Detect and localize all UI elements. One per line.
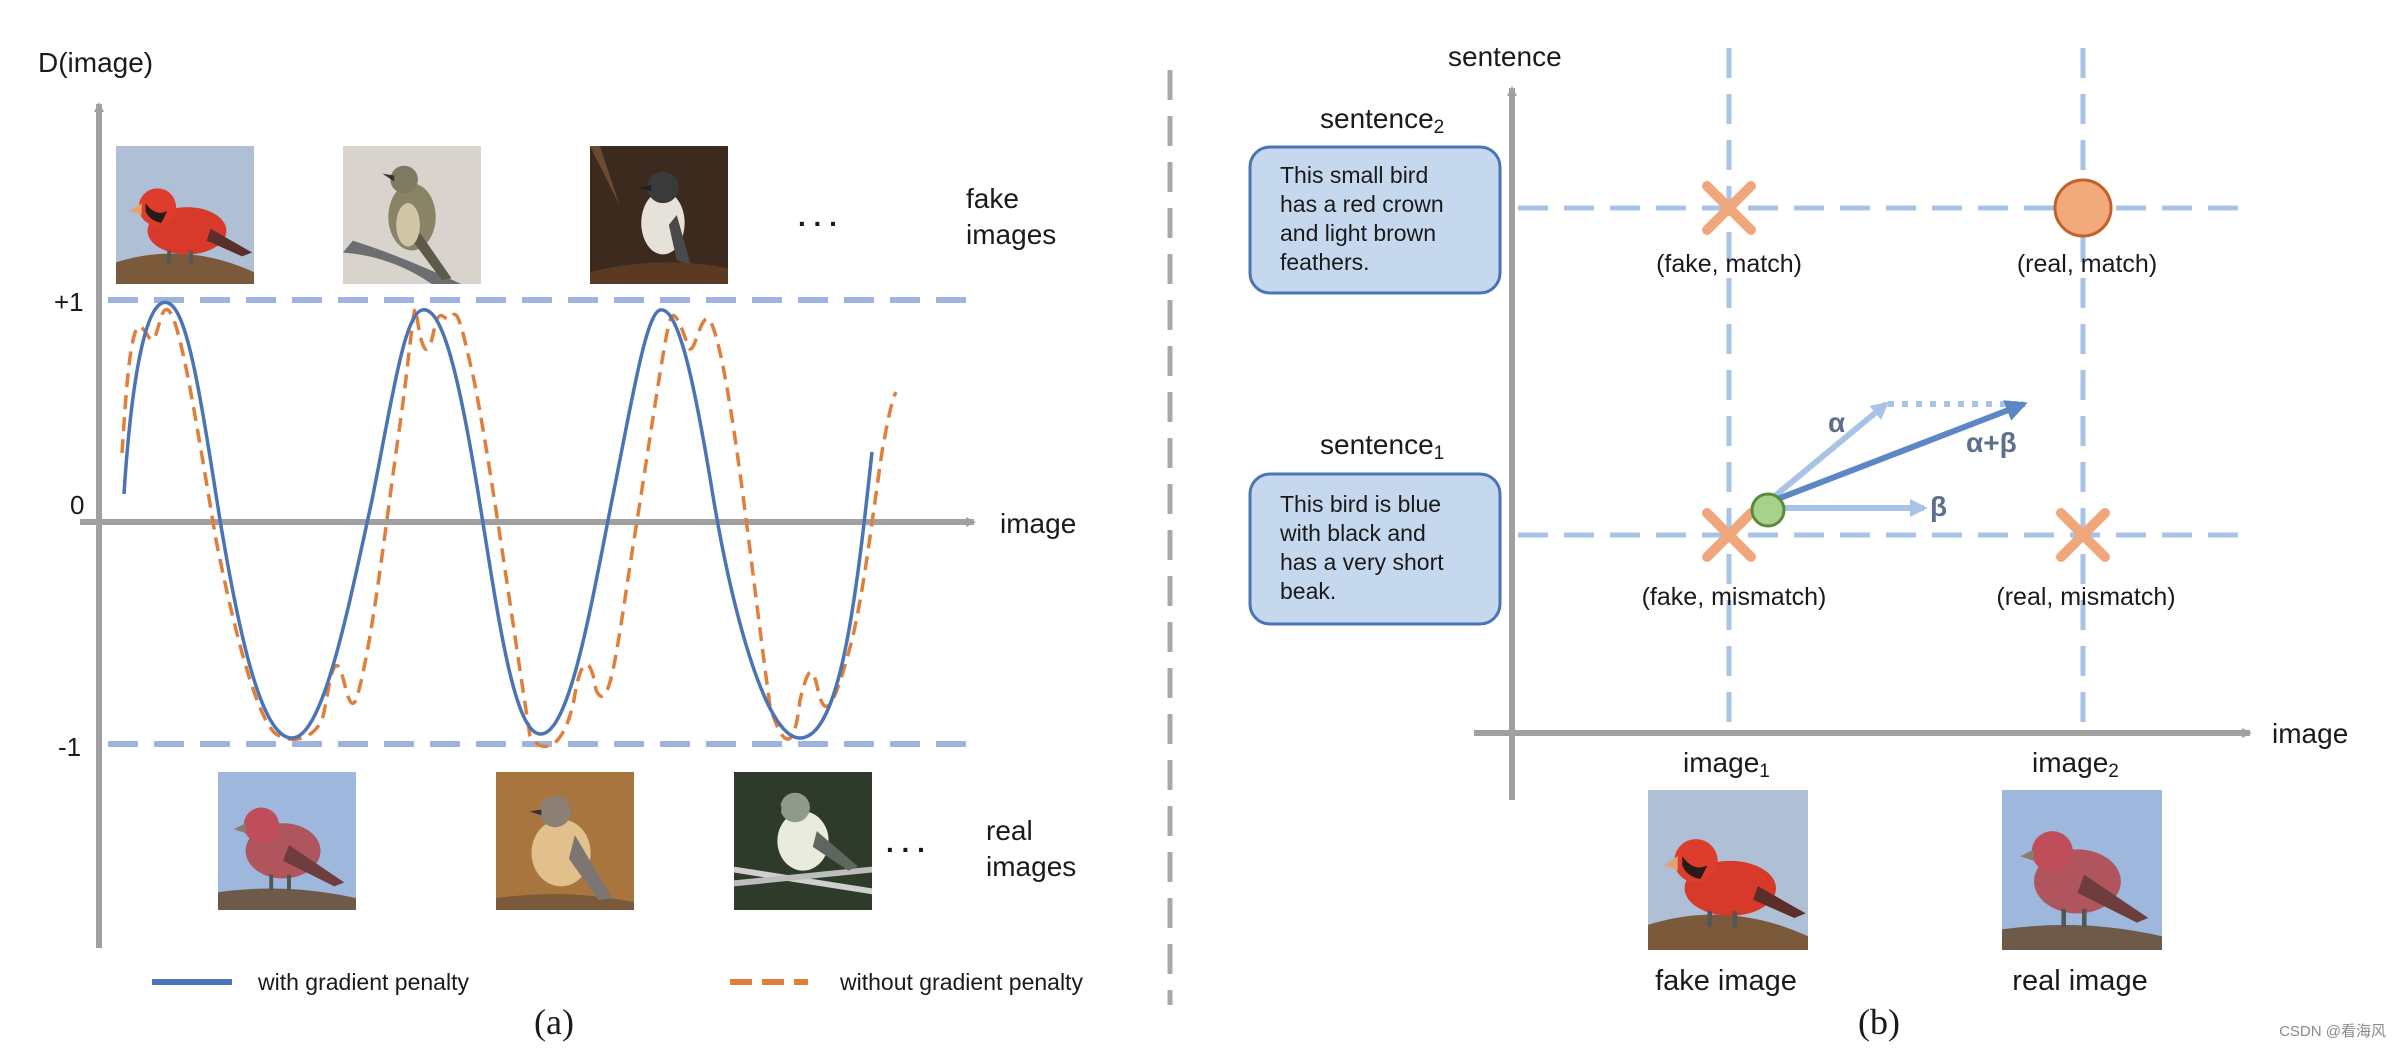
label-fake-mismatch: (fake, mismatch) [1642, 583, 1827, 611]
a-tick-plus1: +1 [54, 287, 84, 317]
alpha-beta-label: α+β [1966, 427, 2017, 458]
label-real-match: (real, match) [2017, 250, 2157, 278]
alpha-arrow [1768, 401, 1890, 503]
a-legend: with gradient penalty without gradient p… [152, 969, 1083, 995]
a-y-axis-label: D(image) [38, 47, 153, 78]
real-image-2 [496, 772, 634, 910]
curve-with-gradient-penalty [122, 300, 874, 740]
label-real-mismatch: (real, mismatch) [1996, 583, 2175, 611]
legend-solid-label: with gradient penalty [257, 969, 469, 995]
fake-mismatch-cross [1702, 508, 1756, 562]
beta-label: β [1930, 491, 1947, 522]
fake-image-2 [343, 146, 481, 284]
real-match-circle [2053, 178, 2113, 238]
sentence2-label: sentence2 [1320, 103, 1444, 138]
real-images-label-1: real [986, 815, 1033, 846]
start-point-circle [1750, 492, 1786, 528]
fake-image-3 [590, 146, 728, 284]
fake-image-1 [116, 146, 254, 284]
image2-label: image2 [2032, 747, 2119, 782]
fake-images-label-1: fake [966, 183, 1019, 214]
b-y-axis-label: sentence [1448, 41, 1562, 72]
sentence1-box [1248, 472, 1502, 626]
label-fake-match: (fake, match) [1656, 250, 1802, 278]
real-image-3 [734, 772, 872, 910]
alpha-label: α [1828, 407, 1845, 438]
sentence1-text: This bird is blue with black and has a v… [1279, 491, 1450, 604]
watermark: CSDN @看海风 [2279, 1023, 2386, 1040]
panel-b: sentence image sentence2 This small bird… [1248, 41, 2348, 1042]
alpha-beta-arrow [1773, 400, 2028, 503]
legend-dashed-label: without gradient penalty [839, 969, 1083, 995]
fake-image-caption: fake image [1655, 965, 1797, 997]
a-caption: (a) [534, 1002, 574, 1042]
a-tick-minus1: -1 [58, 732, 81, 762]
curve-without-gradient-penalty [120, 306, 898, 749]
real-image-1 [218, 772, 356, 910]
real-images-row: . . . real images [218, 772, 1076, 910]
fake-image-bird [1648, 790, 1808, 950]
real-image-caption: real image [2012, 965, 2147, 997]
panel-a: +1 0 -1 D(image) image . . . fake images… [38, 47, 1083, 1042]
a-tick-zero: 0 [70, 490, 84, 520]
sentence1-label: sentence1 [1320, 429, 1444, 464]
fake-match-cross [1702, 181, 1756, 235]
sentence2-box [1248, 145, 1502, 295]
image1-label: image1 [1683, 747, 1770, 782]
a-x-axis-label: image [1000, 508, 1076, 539]
real-images-label-2: images [986, 851, 1076, 882]
sentence2-text: This small bird has a red crown and ligh… [1280, 162, 1450, 275]
fake-images-row: . . . fake images [116, 146, 1056, 284]
real-mismatch-cross [2056, 508, 2110, 562]
real-ellipsis: . . . [886, 827, 925, 858]
fake-ellipsis: . . . [798, 201, 837, 232]
fake-images-label-2: images [966, 219, 1056, 250]
b-x-axis-label: image [2272, 718, 2348, 749]
real-image-bird [2002, 790, 2162, 950]
b-caption: (b) [1858, 1002, 1900, 1042]
